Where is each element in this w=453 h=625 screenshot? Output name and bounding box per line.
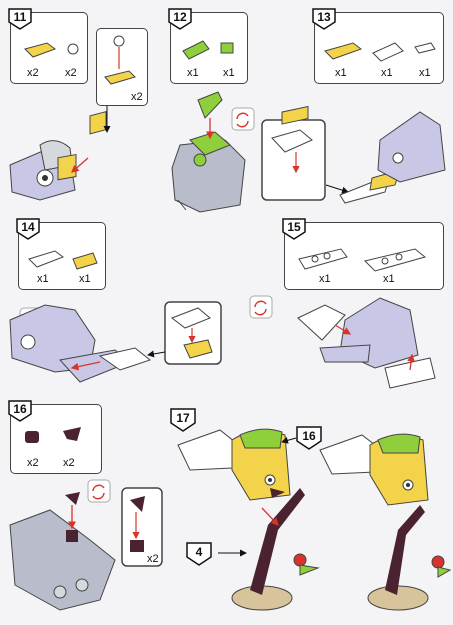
step15-number-badge: 15	[282, 218, 306, 240]
step14-number-badge: 14	[16, 218, 40, 240]
step15-parts-box: x1 x1	[284, 222, 444, 290]
step13-qty-yellow: x1	[335, 67, 347, 79]
step13-qty-tile: x1	[419, 67, 431, 79]
step16-model	[9, 492, 116, 611]
step13-parts-box: x1 x1 x1	[314, 12, 444, 84]
step12-number-badge: 12	[168, 8, 192, 30]
step14-qty-yellow: x1	[79, 273, 91, 285]
step11-model	[9, 105, 111, 201]
step17-stand	[231, 488, 320, 611]
step16-number-badge: 16	[8, 400, 32, 422]
step12-qty-plate: x1	[223, 67, 235, 79]
step15-qty-right: x1	[383, 273, 395, 285]
step17-bird	[177, 428, 291, 501]
step15-qty-left: x1	[319, 273, 331, 285]
step17-number-badge: 17	[170, 408, 196, 432]
step11-qty-round: x2	[65, 67, 77, 79]
step11-number-badge: 11	[8, 8, 32, 30]
step14-qty-wedge: x1	[37, 273, 49, 285]
step11-sub-qty: x2	[131, 91, 143, 103]
step17-ref-step4-badge: 4	[186, 542, 212, 566]
step13-number-badge: 13	[312, 8, 336, 30]
step17-completed-model	[319, 433, 452, 611]
step11-qty-plate: x2	[27, 67, 39, 79]
step12-qty-slope: x1	[187, 67, 199, 79]
step16-sub-qty: x2	[147, 553, 159, 565]
step11-subassembly-box: x2	[96, 28, 148, 106]
step16-qty-clip: x2	[63, 457, 75, 469]
step16-qty-round: x2	[27, 457, 39, 469]
step15-model	[297, 297, 436, 389]
step14-model	[9, 304, 152, 383]
step12-model	[171, 91, 246, 213]
step13-qty-wedge: x1	[381, 67, 393, 79]
step13-model	[339, 111, 446, 204]
step17-ref-step16-badge: 16	[296, 426, 322, 450]
